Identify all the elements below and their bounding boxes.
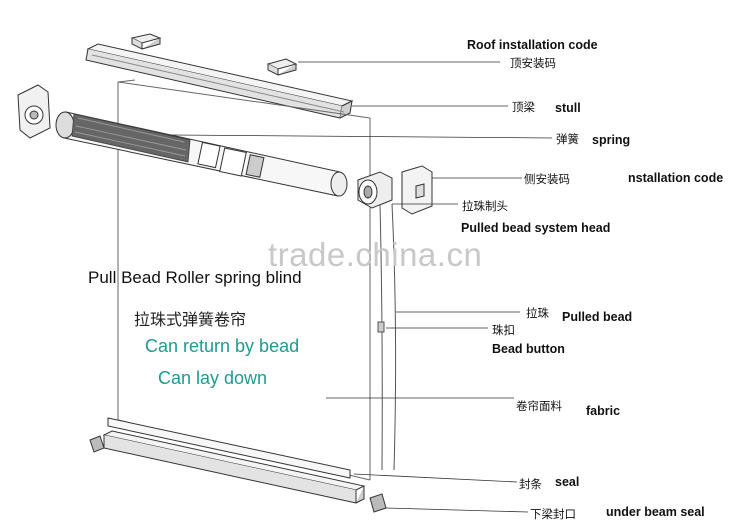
label-seal-en: seal (555, 475, 579, 489)
tube-inner-parts (198, 142, 264, 177)
label-spring-zh: 弹簧 (556, 131, 579, 147)
label-pulled-bead-zh: 拉珠 (526, 305, 549, 321)
label-bead-button-zh: 珠扣 (492, 322, 515, 338)
label-under-beam-en: under beam seal (606, 505, 705, 519)
label-bead-head-en: Pulled bead system head (461, 221, 610, 235)
bead-system-head (358, 172, 392, 208)
label-side-code-zh: 侧安装码 (524, 171, 570, 187)
label-bead-head-zh: 拉珠制头 (462, 198, 508, 214)
label-seal-zh: 封条 (519, 476, 542, 492)
leader-spring (172, 135, 552, 138)
label-under-beam-zh: 下梁封口 (530, 506, 576, 522)
roof-clip-top (132, 34, 160, 49)
product-title-zh: 拉珠式弹簧卷帘 (134, 306, 246, 330)
leader-seal (354, 474, 517, 482)
label-roof-code-en: Roof installation code (467, 38, 598, 52)
label-fabric-en: fabric (586, 404, 620, 418)
leader-under-beam (386, 508, 528, 512)
label-bead-button-en: Bead button (492, 342, 565, 356)
label-pulled-bead-en: Pulled bead (562, 310, 632, 324)
side-bracket (402, 166, 432, 214)
feature-lay-down: Can lay down (158, 368, 267, 389)
label-roof-code-zh: 顶安装码 (510, 55, 556, 71)
bottom-end-cap-left (90, 436, 104, 452)
label-fabric-zh: 卷帘面料 (516, 398, 562, 414)
label-spring-en: spring (592, 133, 630, 147)
product-title: Pull Bead Roller spring blind (88, 268, 302, 288)
label-stull-en: stull (555, 101, 581, 115)
roof-clip-middle (268, 59, 296, 75)
left-end-bracket (18, 85, 50, 138)
label-stull-zh: 顶梁 (512, 99, 535, 115)
label-side-code-en: nstallation code (628, 171, 723, 185)
feature-return-by-bead: Can return by bead (145, 336, 299, 357)
bottom-end-cap-right (370, 494, 386, 512)
spring-coil (72, 114, 190, 162)
